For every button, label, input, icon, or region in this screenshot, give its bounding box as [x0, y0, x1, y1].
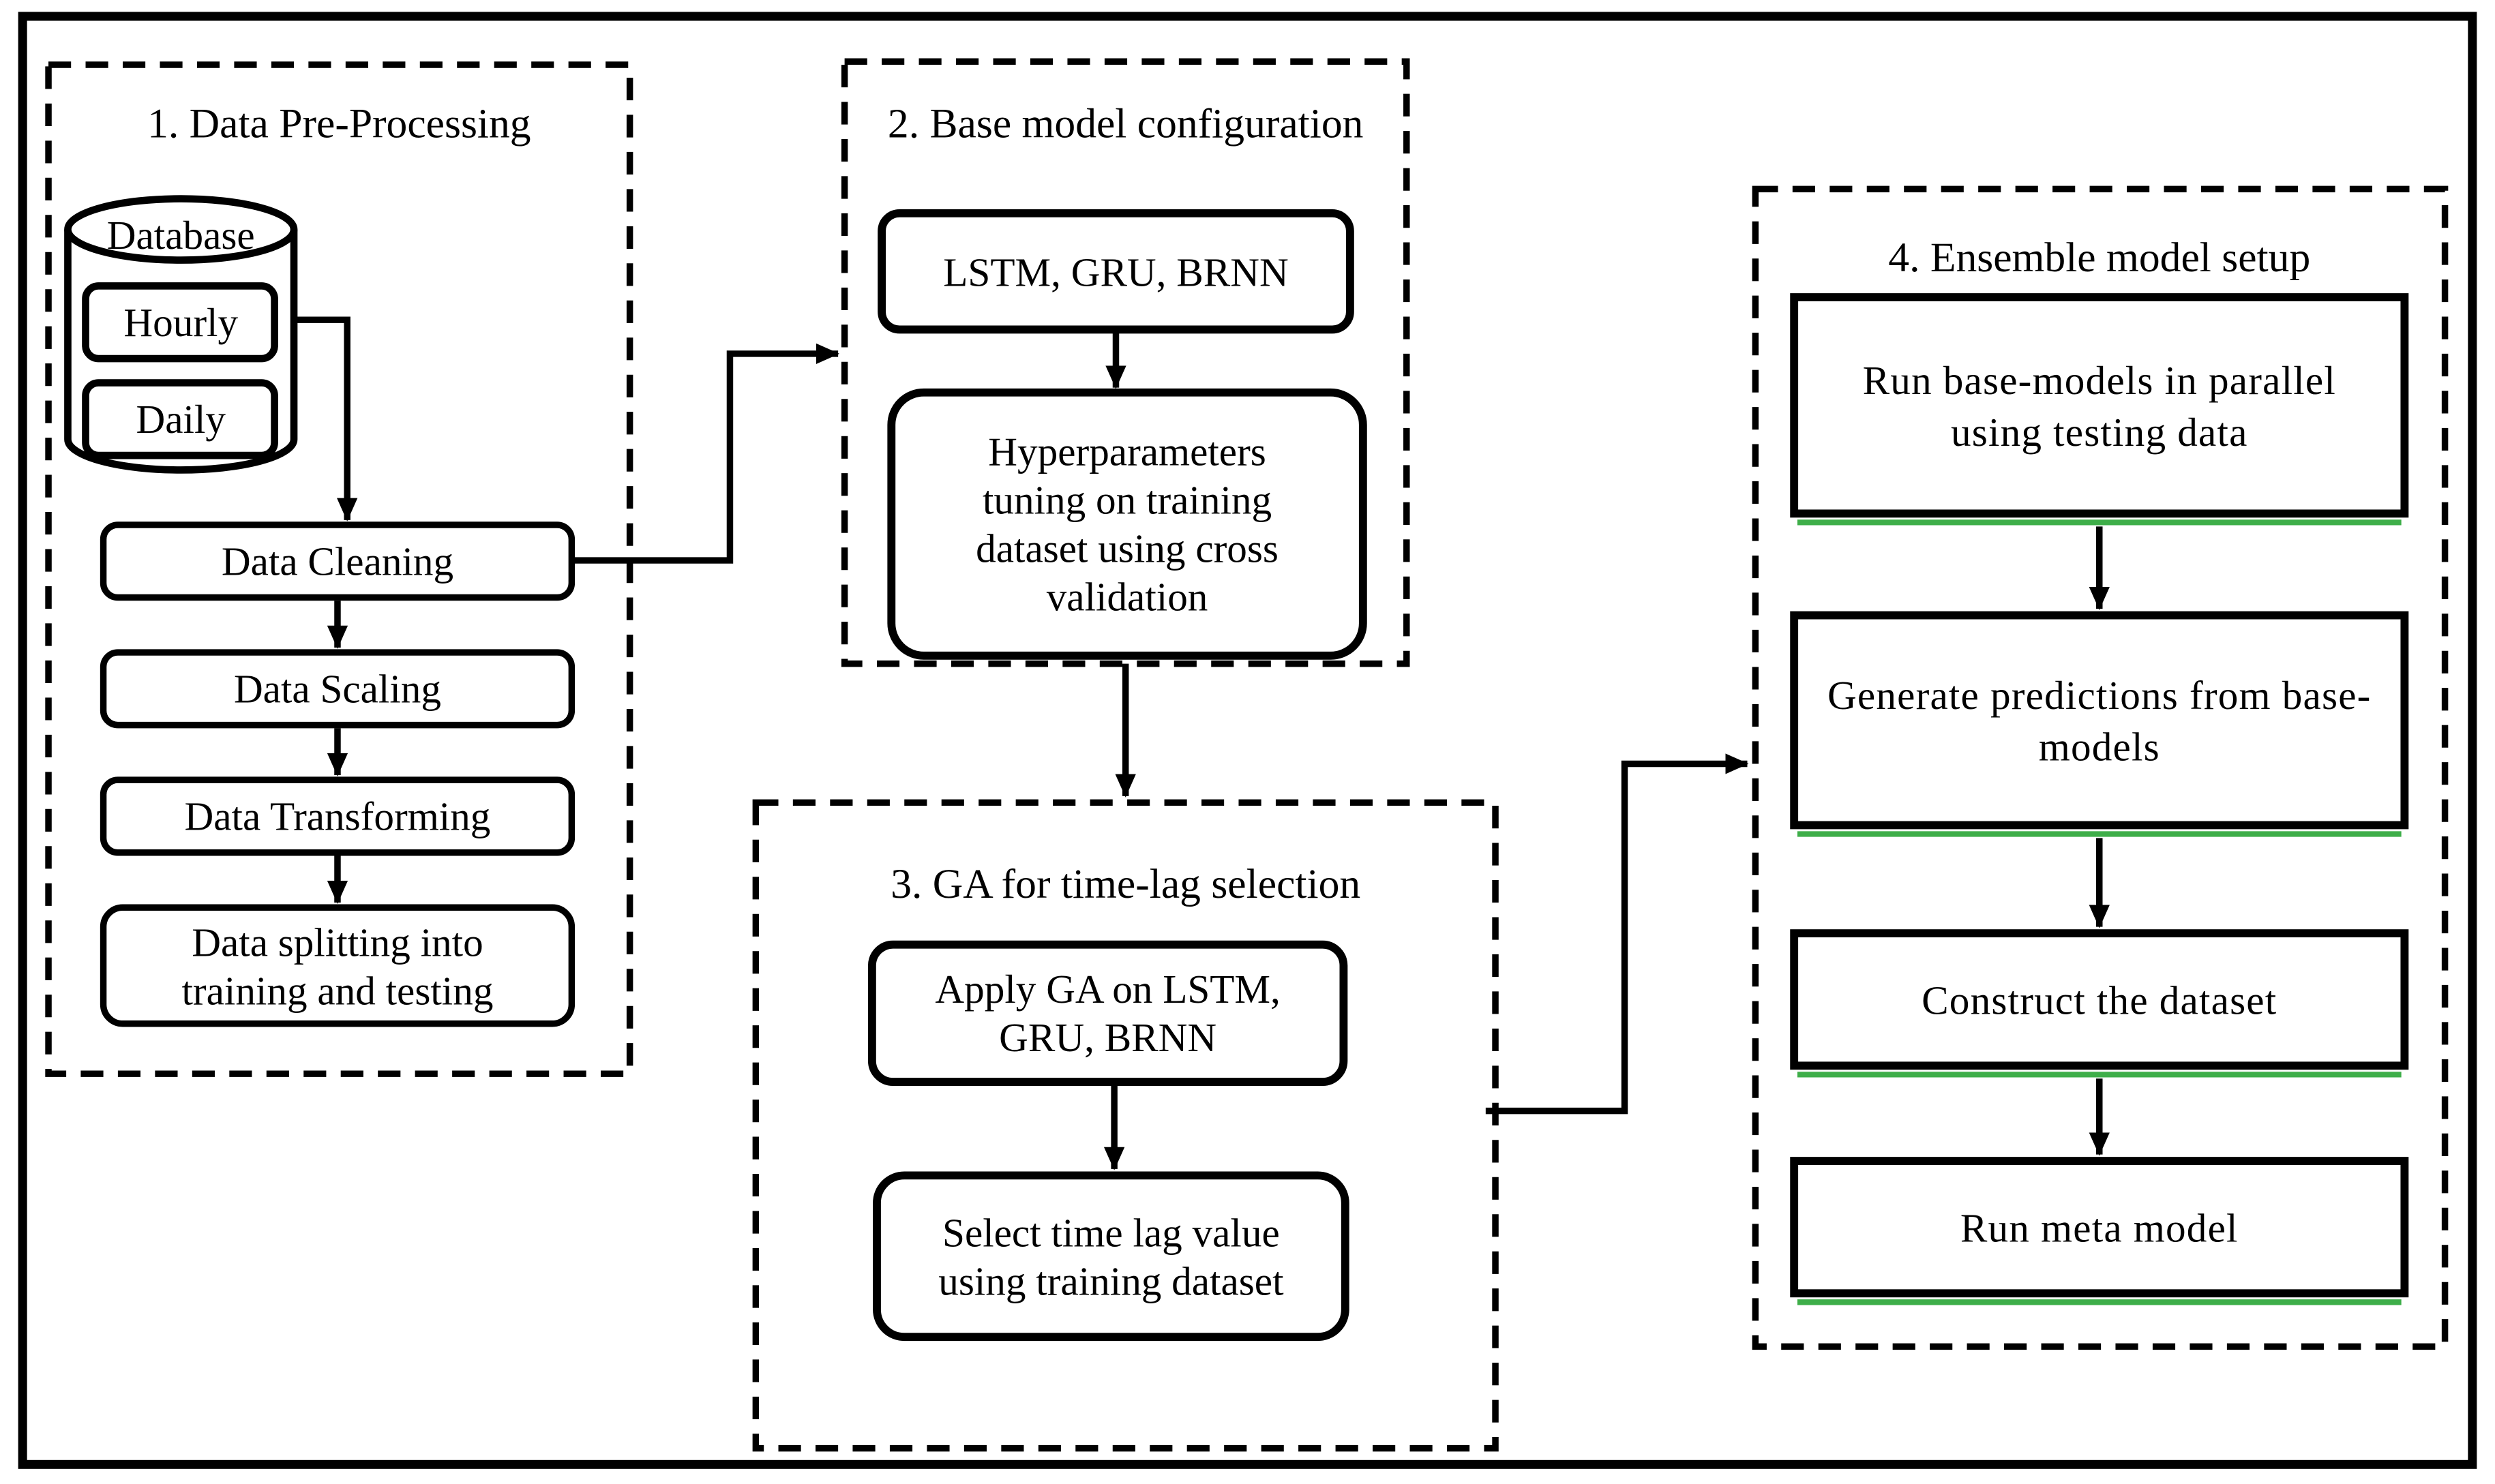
run-meta-model-node: [1790, 1157, 2409, 1298]
section4-title: 4. Ensemble model setup: [1888, 234, 2310, 281]
hyperparameters-label-line2: tuning on training: [983, 477, 1272, 522]
apply-ga-label-line2: GRU, BRNN: [999, 1015, 1216, 1060]
outer-frame: [18, 12, 2477, 1469]
section4-dashed-border: [1752, 185, 2449, 1350]
data-transforming-node: [100, 776, 576, 856]
generate-predictions-label-line2: models: [2039, 725, 2160, 770]
run-meta-model-label: Run meta model: [1960, 1205, 2239, 1250]
generate-predictions-label-line1: Generate predictions from base-: [1827, 673, 2372, 718]
section3-title: 3. GA for time-lag selection: [891, 861, 1360, 907]
arrow-ga-selection-to-ensemble: [1485, 753, 1749, 1115]
apply-ga-label-line1: Apply GA on LSTM,: [935, 967, 1280, 1012]
data-cleaning-label: Data Cleaning: [222, 539, 453, 584]
data-transforming-label: Data Transforming: [185, 794, 491, 839]
apply-ga-node: [867, 940, 1348, 1086]
section-data-preprocessing: 1. Data Pre-Processing Database Hourly D…: [45, 61, 633, 1077]
select-time-lag-label-line1: Select time lag value: [942, 1211, 1280, 1256]
section-ga-time-lag-selection: 3. GA for time-lag selection Apply GA on…: [752, 799, 1499, 1452]
section1-dashed-border: [45, 61, 633, 1077]
data-scaling-label: Data Scaling: [234, 666, 441, 711]
daily-node: [82, 379, 278, 459]
construct-dataset-label: Construct the dataset: [1922, 978, 2277, 1023]
data-splitting-node: [100, 904, 576, 1027]
data-splitting-label-line2: training and testing: [181, 968, 493, 1013]
section-ensemble-model-setup: 4. Ensemble model setup Run base-models …: [1752, 185, 2449, 1350]
select-time-lag-label-line2: using training dataset: [938, 1259, 1284, 1304]
run-base-models-node: [1790, 293, 2409, 518]
cylinder-top: [64, 195, 298, 264]
arrow-cleaning-to-base-model-config: [571, 343, 840, 564]
hourly-node: [82, 282, 278, 363]
daily-label: Daily: [136, 397, 226, 442]
data-splitting-label-line1: Data splitting into: [192, 920, 483, 965]
section2-dashed-border: [841, 58, 1410, 667]
section3-dashed-border: [752, 799, 1499, 1452]
section2-title: 2. Base model configuration: [888, 101, 1364, 147]
section1-title: 1. Data Pre-Processing: [147, 101, 531, 147]
run-base-models-label-line2: using testing data: [1951, 410, 2248, 455]
run-base-models-label-line1: Run base-models in parallel: [1863, 358, 2336, 403]
hyperparameters-node: [887, 388, 1367, 660]
base-models-label: LSTM, GRU, BRNN: [943, 249, 1288, 294]
hourly-label: Hourly: [123, 300, 238, 345]
database-label: Database: [107, 213, 255, 258]
base-models-node: [878, 209, 1354, 334]
section-base-model-configuration: 2. Base model configuration LSTM, GRU, B…: [841, 58, 1410, 667]
data-scaling-node: [100, 649, 576, 729]
database-cylinder-icon: Database Hourly Daily: [64, 195, 298, 474]
arrow-database-to-cleaning: [294, 316, 358, 521]
hyperparameters-label-line4: validation: [1047, 574, 1208, 619]
generate-predictions-node: [1790, 611, 2409, 830]
construct-dataset-node: [1790, 929, 2409, 1070]
hyperparameters-label-line3: dataset using cross: [976, 526, 1279, 571]
select-time-lag-node: [873, 1171, 1349, 1342]
hyperparameters-label-line1: Hyperparameters: [988, 429, 1266, 474]
